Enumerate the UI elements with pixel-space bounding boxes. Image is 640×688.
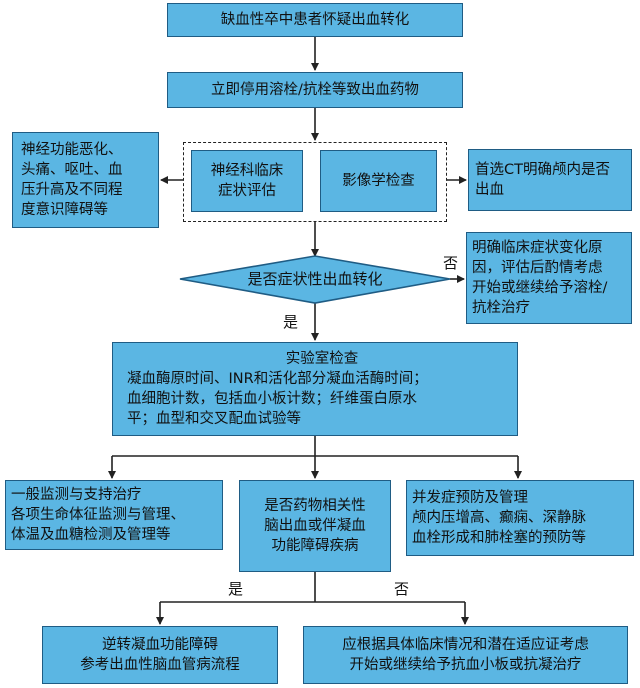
node-drug-related-line1: 是否药物相关性 [264,498,366,514]
label-no-1: 否 [443,254,459,272]
node-ct: 首选CT明确颅内是否 出血 [468,149,632,211]
node-reverse: 逆转凝血功能障碍 参考出血性脑血管病流程 [42,626,278,684]
node-antiplatelet: 应根据具体临床情况和潜在适应证考虑 开始或继续给予抗血小板或抗凝治疗 [303,626,628,684]
node-no-branch-line3: 开始或继续给予溶栓/ [472,280,608,296]
node-suspect: 缺血性卒中患者怀疑出血转化 [167,3,463,37]
node-suspect-text: 缺血性卒中患者怀疑出血转化 [220,12,410,28]
node-drug-related: 是否药物相关性 脑出血或伴凝血 功能障碍疾病 [239,480,391,572]
node-antiplatelet-line1: 应根据具体临床情况和潜在适应证考虑 [342,637,589,653]
node-ct-line1: 首选CT明确颅内是否 [475,162,610,178]
decision-diamond [179,255,451,304]
node-monitoring-line3: 体温及血糖检测及管理等 [11,527,171,543]
node-stop-drugs: 立即停用溶栓/抗栓等致出血药物 [167,72,463,108]
node-lab-line3: 平；血型和交叉配血试验等 [127,411,301,427]
node-no-branch: 明确临床症状变化原 因，评估后酌情考虑 开始或继续给予溶栓/ 抗栓治疗 [466,232,632,324]
node-symptoms-line3: 压升高及不同程 [21,182,123,198]
node-neuro-eval: 神经科临床 症状评估 [191,150,303,212]
node-complications-line2: 颅内压增高、癫痫、深静脉 [412,510,586,526]
node-complications-line3: 血栓形成和肺栓塞的预防等 [412,530,586,546]
node-no-branch-line1: 明确临床症状变化原 [472,240,603,256]
node-symptoms-line1: 神经功能恶化、 [21,142,123,158]
node-neuro-eval-line2: 症状评估 [218,183,276,199]
decision-text: 是否症状性出血转化 [247,270,383,288]
node-ct-line2: 出血 [475,182,504,198]
node-no-branch-line4: 抗栓治疗 [472,300,530,316]
node-imaging-text: 影像学检查 [342,173,415,189]
node-stop-drugs-text: 立即停用溶栓/抗栓等致出血药物 [211,82,419,98]
node-lab-line1: 凝血酶原时间、INR和活化部分凝血活酶时间； [127,371,428,387]
label-yes-1: 是 [283,313,299,331]
label-yes-2: 是 [228,580,244,598]
node-complications-line1: 并发症预防及管理 [412,490,528,506]
node-drug-related-line2: 脑出血或伴凝血 [264,518,366,534]
node-monitoring: 一般监测与支持治疗 各项生命体征监测与管理、 体温及血糖检测及管理等 [5,480,223,550]
node-drug-related-line3: 功能障碍疾病 [271,538,359,554]
node-complications: 并发症预防及管理 颅内压增高、癫痫、深静脉 血栓形成和肺栓塞的预防等 [406,480,634,556]
node-lab-line2: 血细胞计数，包括血小板计数；纤维蛋白原水 [127,391,417,407]
node-reverse-line2: 参考出血性脑血管病流程 [80,657,240,673]
node-antiplatelet-line2: 开始或继续给予抗血小板或抗凝治疗 [349,657,582,673]
node-monitoring-line1: 一般监测与支持治疗 [11,487,142,503]
node-reverse-line1: 逆转凝血功能障碍 [102,637,218,653]
node-lab: 实验室检查 凝血酶原时间、INR和活化部分凝血活酶时间； 血细胞计数，包括血小板… [112,342,518,436]
node-symptoms: 神经功能恶化、 头痛、呕吐、血 压升高及不同程 度意识障碍等 [12,132,159,228]
node-neuro-eval-line1: 神经科临床 [210,163,284,179]
node-symptoms-line4: 度意识障碍等 [21,202,108,218]
label-no-2: 否 [394,580,410,598]
node-lab-title: 实验室检查 [285,351,359,367]
node-symptoms-line2: 头痛、呕吐、血 [21,162,123,178]
node-imaging: 影像学检查 [320,150,437,212]
node-monitoring-line2: 各项生命体征监测与管理、 [11,507,185,523]
node-no-branch-line2: 因，评估后酌情考虑 [472,260,603,276]
